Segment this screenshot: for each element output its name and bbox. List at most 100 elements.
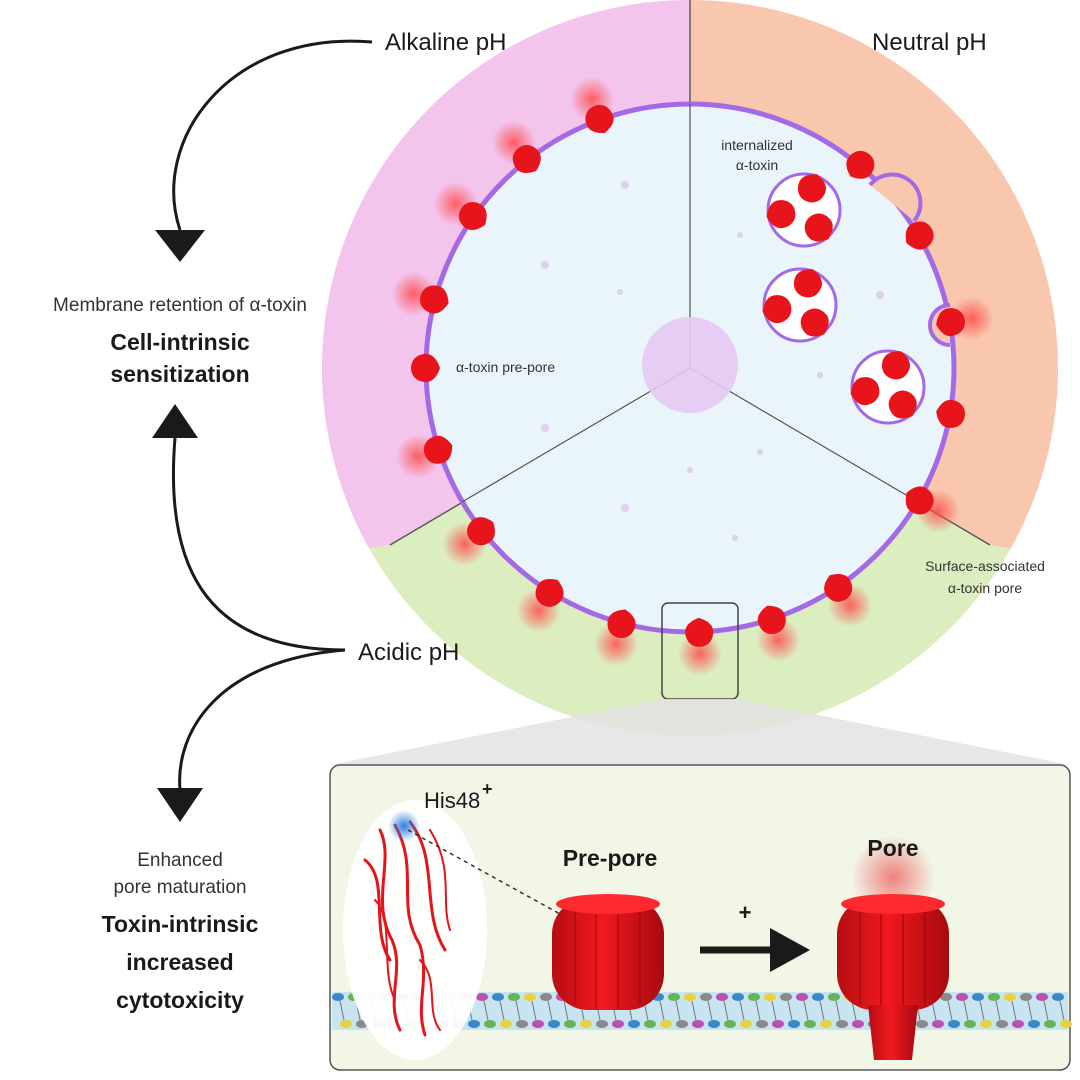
lipid-tail (675, 1000, 681, 1021)
lipid-head (756, 1020, 768, 1028)
lipid-head (492, 993, 504, 1001)
lipid-head (948, 1020, 960, 1028)
lipid-head (932, 1020, 944, 1028)
pore-label: Pore (867, 835, 918, 861)
lipid-head (692, 1020, 704, 1028)
membrane-toxin-13 (846, 150, 875, 179)
lipid-head (476, 993, 488, 1001)
lipid-head (644, 1020, 656, 1028)
lipid-head (524, 993, 536, 1001)
lipid-head (540, 993, 552, 1001)
membrane-toxin-12 (824, 573, 872, 628)
arrow-acidic-to-maturation (178, 648, 346, 791)
toxin-intrinsic-label-1: Toxin-intrinsic (102, 911, 259, 937)
lipid-tail (659, 1000, 665, 1021)
acidic-ph-label: Acidic pH (358, 639, 459, 666)
nucleus (642, 317, 738, 413)
lipid-tail (499, 1000, 505, 1021)
lipid-head (852, 1020, 864, 1028)
lipid-tail (483, 1000, 489, 1021)
protein-ribbon (363, 820, 451, 1037)
lipid-tail (931, 1000, 937, 1021)
lipid-head (340, 1020, 352, 1028)
arrow-alkaline-to-retention (172, 39, 373, 231)
lipid-tail (803, 1000, 809, 1021)
membrane-toxin-7 (442, 517, 495, 567)
cell-intrinsic-label-2: sensitization (110, 361, 249, 387)
lipid-head (1004, 993, 1016, 1001)
enhanced-label-1: Enhanced (137, 850, 223, 871)
prepore-cell-label: α-toxin pre-pore (456, 359, 555, 375)
lipid-tail (547, 1000, 553, 1021)
lipid-head (716, 993, 728, 1001)
lipid-tail (819, 1000, 825, 1021)
membrane-toxin-2 (491, 120, 541, 173)
lipid-head (772, 1020, 784, 1028)
surface-label-2: α-toxin pore (948, 580, 1022, 596)
lipid-head (788, 1020, 800, 1028)
lipid-head (580, 1020, 592, 1028)
lipid-head (1028, 1020, 1040, 1028)
lipid-head (500, 1020, 512, 1028)
his48-charge: + (482, 779, 493, 799)
lipid-head (764, 993, 776, 1001)
lipid-head (748, 993, 760, 1001)
endosome-toxin-1 (797, 174, 826, 203)
lipid-tail (723, 1000, 729, 1021)
membrane-toxin-1 (570, 77, 615, 134)
lipid-head (508, 993, 520, 1001)
lipid-tail (1059, 1000, 1065, 1021)
surface-label-1: Surface-associated (925, 558, 1045, 574)
alkaline-ph-label: Alkaline pH (385, 29, 506, 56)
zoom-panel: His48 + Pre-pore + Pore (329, 764, 1072, 1071)
lipid-head (612, 1020, 624, 1028)
lipid-head (1044, 1020, 1056, 1028)
lipid-tail (739, 1000, 745, 1021)
membrane-toxin-4 (391, 271, 449, 316)
his48-label: His48 (424, 788, 480, 813)
membrane-pit-top (868, 172, 923, 223)
arrow-acidic-to-sensitization (171, 437, 346, 652)
lipid-head (724, 1020, 736, 1028)
lipid-head (964, 1020, 976, 1028)
lipid-head (988, 993, 1000, 1001)
lipid-head (804, 1020, 816, 1028)
membrane-toxin-9 (593, 609, 638, 667)
lipid-head (676, 1020, 688, 1028)
lipid-head (796, 993, 808, 1001)
endosome-toxin-3 (766, 200, 796, 229)
lipid-tail (515, 1000, 521, 1021)
lipid-tail (755, 1000, 761, 1021)
zoom-funnel (330, 699, 1070, 765)
lipid-head (668, 993, 680, 1001)
lipid-head (820, 1020, 832, 1028)
lipid-head (916, 1020, 928, 1028)
lipid-head (684, 993, 696, 1001)
endosome-toxin-6 (762, 295, 792, 324)
lipid-head (812, 993, 824, 1001)
enhanced-label-2: pore maturation (113, 877, 246, 898)
lipid-head (1020, 993, 1032, 1001)
lipid-tail (1027, 1000, 1033, 1021)
lipid-tail (979, 1000, 985, 1021)
lipid-tail (563, 1000, 569, 1021)
lipid-tail (1043, 1000, 1049, 1021)
lipid-tail (707, 1000, 713, 1021)
his48-highlight (388, 810, 420, 842)
endosome-toxin-8 (888, 390, 917, 419)
lipid-head (972, 993, 984, 1001)
lipid-head (836, 1020, 848, 1028)
arrowhead-retention (155, 230, 205, 262)
membrane-retention-label: Membrane retention of α-toxin (53, 295, 307, 316)
endosome-toxins (762, 174, 917, 419)
arrowhead-maturation (157, 788, 203, 822)
prepore-label: Pre-pore (563, 845, 658, 871)
lipid-head (956, 993, 968, 1001)
protein-structure-bubble (343, 800, 487, 1060)
lipid-tail (963, 1000, 969, 1021)
lipid-head (548, 1020, 560, 1028)
lipid-tail (771, 1000, 777, 1021)
lipid-head (484, 1020, 496, 1028)
membrane-toxin-8 (516, 578, 564, 633)
